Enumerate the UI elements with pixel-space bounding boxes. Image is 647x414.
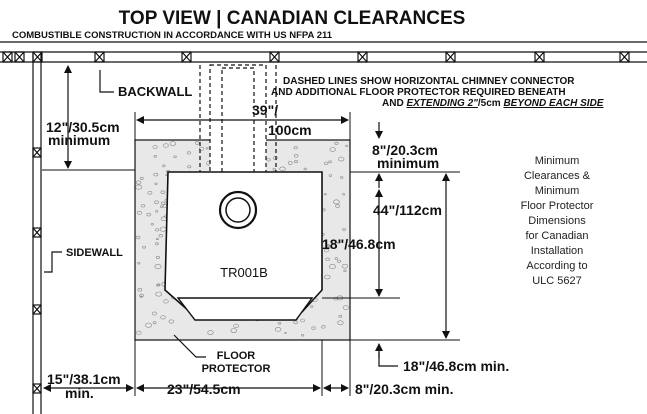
- sidewall-leader: [44, 251, 62, 273]
- side-note-line: Installation: [531, 245, 584, 257]
- backwall-leader: [99, 70, 114, 93]
- dashed-note-line2: AND ADDITIONAL FLOOR PROTECTOR REQUIRED …: [271, 87, 566, 98]
- diagram-title: TOP VIEW | CANADIAN CLEARANCES: [119, 8, 466, 29]
- side-fp-label: 8"/20.3cm min.: [355, 381, 453, 397]
- side-note-line: for Canadian: [526, 230, 589, 242]
- backwall-studs: [0, 41, 647, 63]
- floor-protector-leader: [173, 334, 206, 358]
- dashed-note-line3-mid: /5cm: [478, 98, 504, 109]
- side-note-line: According to: [526, 260, 587, 272]
- floor-protector-label-1: FLOOR: [217, 350, 256, 362]
- side-note-line: Dimensions: [528, 215, 586, 227]
- rear-fp-label-1: 8"/20.3cm: [372, 142, 438, 158]
- dashed-note-line3-ul: EXTENDING 2": [406, 98, 478, 109]
- sidewall-clear-label-1: 15"/38.1cm: [47, 371, 121, 387]
- backwall-clear-label-1: 12"/30.5cm: [46, 119, 120, 135]
- rear-fp-label-2: minimum: [377, 155, 439, 171]
- sidewall-label: SIDEWALL: [66, 247, 123, 259]
- dashed-note-line3-pre: AND: [382, 98, 406, 109]
- backwall-label: BACKWALL: [118, 84, 192, 99]
- floor-protector-label-2: PROTECTOR: [202, 363, 271, 375]
- sidewall-clear-label-2: min.: [65, 385, 94, 401]
- bottom-width-label: 23"/54.5cm: [167, 381, 241, 397]
- front-fp-label: 18"/46.8cm: [322, 236, 396, 252]
- model-label: TR001B: [220, 265, 268, 280]
- width-top-label-2: 100cm: [268, 122, 312, 138]
- dashed-note-line1: DASHED LINES SHOW HORIZONTAL CHIMNEY CON…: [283, 76, 575, 87]
- side-note-line: ULC 5627: [532, 275, 582, 287]
- width-top-label-1: 39"/: [252, 102, 278, 118]
- backwall-clear-label-2: minimum: [48, 132, 110, 148]
- diagram-subtitle: COMBUSTIBLE CONSTRUCTION IN ACCORDANCE W…: [12, 30, 333, 41]
- front-min-label: 18"/46.8cm min.: [403, 358, 509, 374]
- depth-label: 44"/112cm: [373, 202, 442, 218]
- dashed-note-line3: AND EXTENDING 2"/5cm BEYOND EACH SIDE: [382, 98, 604, 109]
- flue-collar-inner: [225, 197, 251, 223]
- side-note-line: Minimum: [535, 185, 580, 197]
- side-note-line: Floor Protector: [521, 200, 594, 212]
- sidewall-studs: [32, 52, 42, 414]
- stove-front: [176, 297, 314, 321]
- side-note-line: Minimum: [535, 155, 580, 167]
- side-note-line: Clearances &: [524, 170, 591, 182]
- front-min-leader: [378, 352, 398, 367]
- dashed-note-line3-ul2: BEYOND EACH SIDE: [503, 98, 603, 109]
